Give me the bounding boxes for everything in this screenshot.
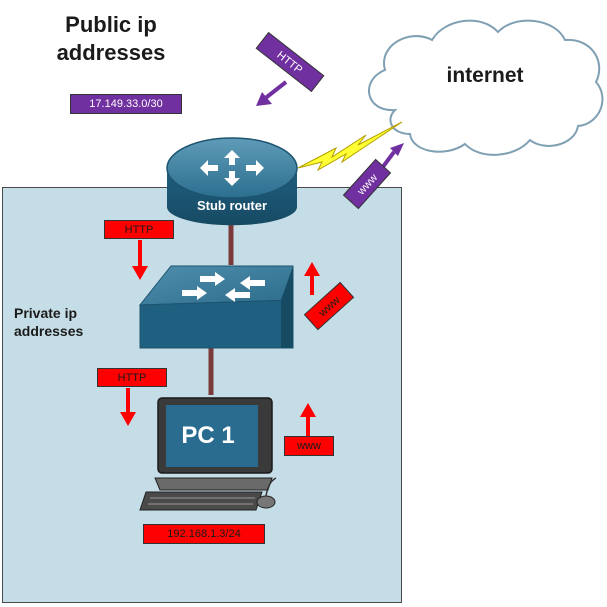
private-www-arrow-2-icon bbox=[300, 403, 316, 436]
private-ip-title: Private ip addresses bbox=[14, 305, 84, 339]
private-http-arrow-2-icon bbox=[120, 388, 136, 426]
private-http-arrow-1-icon bbox=[132, 240, 148, 280]
public-http-tag: HTTP bbox=[255, 31, 325, 93]
public-www-arrow-icon bbox=[380, 143, 404, 170]
private-www-arrow-1-icon bbox=[304, 262, 320, 295]
public-ip-network-tag: 17.149.33.0/30 bbox=[70, 94, 182, 114]
internet-cloud-icon bbox=[368, 19, 604, 156]
router-label: Stub router bbox=[196, 198, 268, 213]
private-http-tag-2: HTTP bbox=[97, 368, 167, 387]
internet-label: internet bbox=[446, 64, 524, 87]
public-ip-title: Public ip addresses bbox=[56, 12, 166, 65]
private-host-ip-tag: 192.168.1.3/24 bbox=[143, 524, 265, 544]
private-http-tag-1: HTTP bbox=[104, 220, 174, 239]
public-http-arrow-icon bbox=[256, 80, 288, 106]
router-icon bbox=[166, 137, 298, 226]
pc-icon bbox=[139, 397, 277, 511]
switch-icon bbox=[138, 265, 294, 349]
wan-link-lightning-icon bbox=[297, 121, 403, 172]
pc-label: PC 1 bbox=[181, 422, 235, 449]
public-www-tag: www bbox=[342, 158, 392, 210]
private-www-tag-2: www bbox=[284, 436, 334, 456]
